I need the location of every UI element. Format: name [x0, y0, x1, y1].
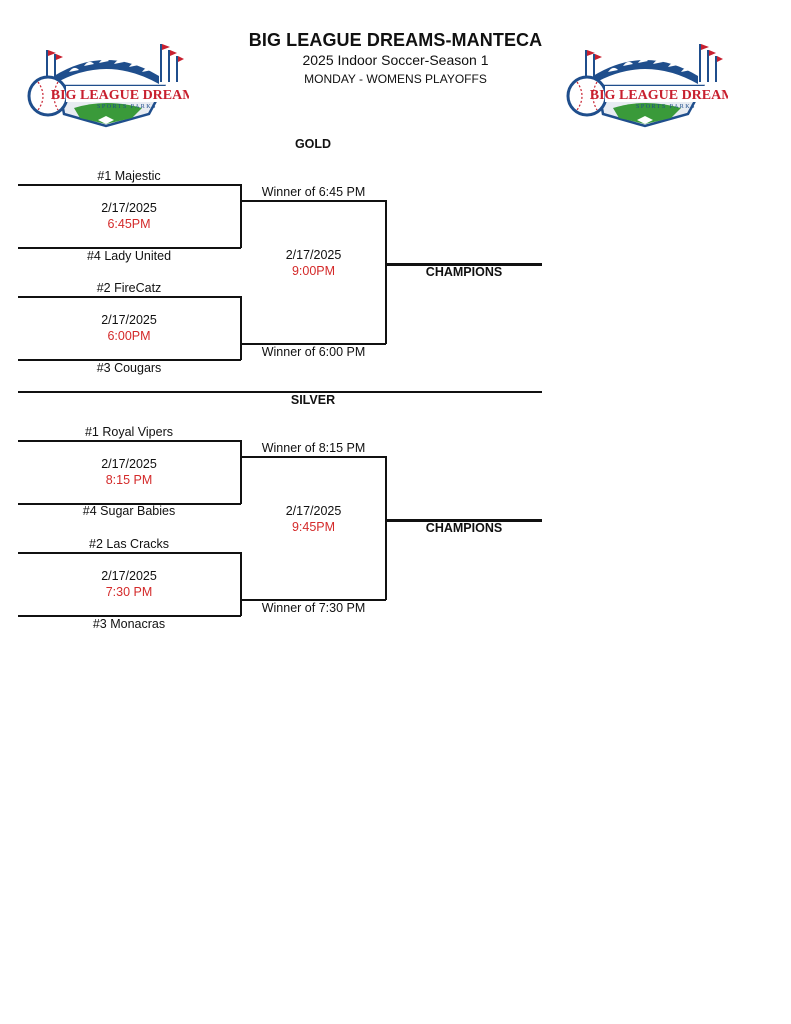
game-time: 6:00PM — [107, 329, 151, 343]
champions-line — [386, 263, 542, 266]
bracket-line — [18, 615, 241, 617]
division-divider — [18, 391, 542, 393]
winner-label-top: Winner of 6:45 PM — [261, 185, 366, 199]
stadium-arch-icon — [585, 44, 723, 84]
bracket-line — [18, 359, 241, 361]
winner-label-bottom: Winner of 7:30 PM — [261, 601, 366, 615]
bracket-line — [241, 200, 386, 202]
bracket-line — [241, 599, 386, 601]
bracket-line — [18, 440, 241, 442]
season-subtitle: 2025 Indoor Soccer-Season 1 — [302, 52, 489, 68]
bracket-line — [240, 184, 242, 248]
big-league-dreams-logo-left: BIG LEAGUE DREAMS SPORTS PARKS — [27, 44, 189, 128]
stadium-arch-icon — [46, 44, 184, 84]
logo-subtext: SPORTS PARKS — [636, 104, 696, 110]
final-date: 2/17/2025 — [285, 248, 342, 262]
playoffs-subtitle: MONDAY - WOMENS PLAYOFFS — [304, 72, 487, 86]
team-seed-4: #4 Lady United — [86, 249, 172, 263]
page-title: BIG LEAGUE DREAMS-MANTECA — [248, 30, 543, 50]
logo-text: BIG LEAGUE DREAMS — [590, 88, 728, 103]
game-time: 8:15 PM — [105, 473, 153, 487]
team-seed-2: #2 Las Cracks — [89, 537, 169, 551]
bracket-line — [18, 247, 241, 249]
big-league-dreams-logo-right: BIG LEAGUE DREAMS SPORTS PARKS — [566, 44, 728, 128]
game-date: 2/17/2025 — [101, 457, 157, 471]
bracket-line — [18, 552, 241, 554]
logo-text: BIG LEAGUE DREAMS — [51, 88, 189, 103]
champions-label-gold: CHAMPIONS — [425, 265, 503, 279]
bracket-line — [385, 200, 387, 344]
winner-label-top: Winner of 8:15 PM — [261, 441, 366, 455]
final-time: 9:00PM — [291, 264, 336, 278]
team-seed-1: #1 Majestic — [97, 169, 161, 183]
team-seed-1: #1 Royal Vipers — [84, 425, 173, 439]
team-seed-4: #4 Sugar Babies — [82, 504, 176, 518]
division-title-silver: SILVER — [290, 393, 336, 407]
final-time: 9:45PM — [291, 520, 336, 534]
bracket-line — [18, 184, 241, 186]
bracket-line — [241, 456, 386, 458]
game-time: 7:30 PM — [105, 585, 153, 599]
game-date: 2/17/2025 — [101, 569, 157, 583]
winner-label-bottom: Winner of 6:00 PM — [261, 345, 366, 359]
bracket-line — [240, 552, 242, 616]
team-seed-3: #3 Cougars — [96, 361, 162, 375]
champions-label-silver: CHAMPIONS — [425, 521, 503, 535]
bracket-line — [240, 296, 242, 360]
team-seed-2: #2 FireCatz — [96, 281, 162, 295]
bracket-line — [241, 343, 386, 345]
bracket-line — [385, 456, 387, 600]
champions-line — [386, 519, 542, 522]
game-date: 2/17/2025 — [101, 201, 157, 215]
bracket-line — [18, 503, 241, 505]
bracket-line — [240, 440, 242, 504]
game-time: 6:45PM — [107, 217, 151, 231]
bracket-line — [18, 296, 241, 298]
game-date: 2/17/2025 — [101, 313, 157, 327]
logo-subtext: SPORTS PARKS — [97, 104, 157, 110]
final-date: 2/17/2025 — [285, 504, 342, 518]
division-title-gold: GOLD — [294, 137, 332, 151]
team-seed-3: #3 Monacras — [92, 617, 166, 631]
